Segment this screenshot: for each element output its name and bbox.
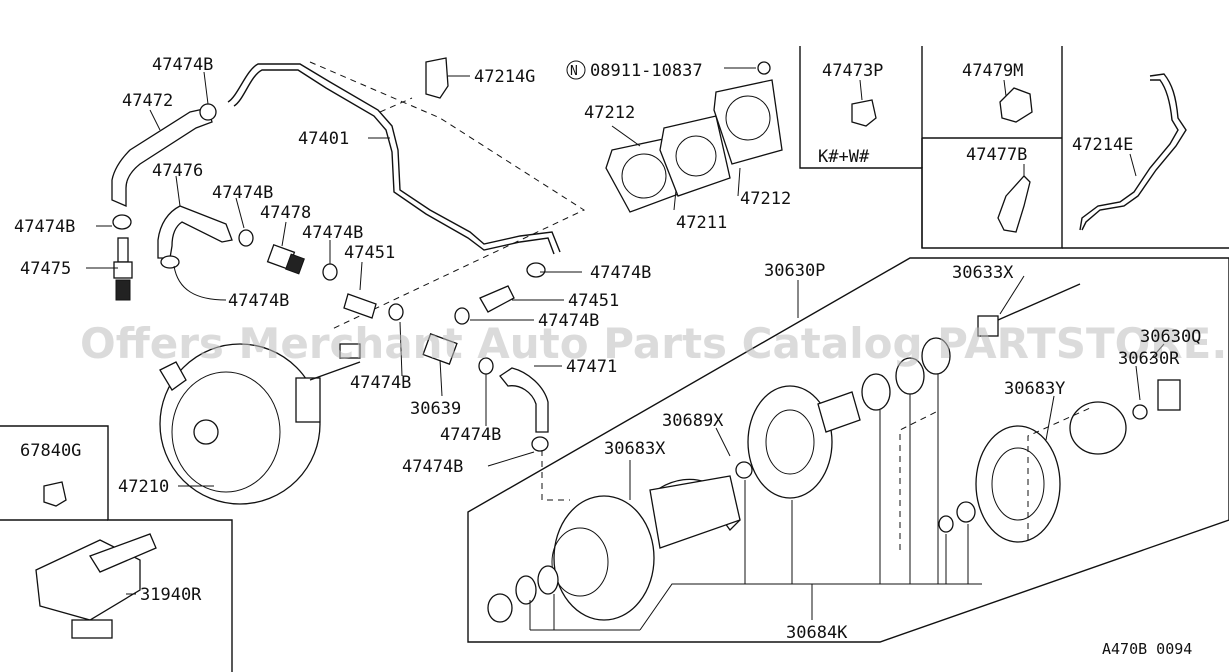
gaskets	[605, 79, 783, 213]
label-47214E: 47214E	[1072, 135, 1133, 155]
label-47474B-h: 47474B	[350, 373, 411, 393]
label-30630Q: 30630Q	[1140, 327, 1201, 347]
label-67840G: 67840G	[20, 441, 81, 461]
label-47472: 47472	[122, 91, 173, 111]
part-labels: 47474B 47472 47214G N 08911-10837 47473P…	[14, 55, 1201, 658]
label-47214G: 47214G	[474, 67, 535, 87]
inset-frames	[0, 46, 1229, 672]
hose-clamps	[112, 61, 771, 452]
label-47479M: 47479M	[962, 61, 1023, 81]
label-47474B-a: 47474B	[152, 55, 213, 75]
label-30683Y: 30683Y	[1004, 379, 1065, 399]
master-cylinder-exploded	[487, 283, 1181, 631]
label-30630P: 30630P	[764, 261, 825, 281]
brake-pipes	[227, 61, 1187, 331]
label-47212-a: 47212	[584, 103, 635, 123]
label-47474B-e: 47474B	[590, 263, 651, 283]
label-30630R: 30630R	[1118, 349, 1180, 369]
label-30639: 30639	[410, 399, 461, 419]
label-47451-b: 47451	[568, 291, 619, 311]
label-47477B: 47477B	[966, 145, 1027, 165]
leader-lines	[86, 67, 1165, 595]
label-47471: 47471	[566, 357, 617, 377]
label-30633X: 30633X	[952, 263, 1014, 283]
label-47401: 47401	[298, 129, 349, 149]
label-n-prefix: N	[570, 64, 578, 79]
label-47212-b: 47212	[740, 189, 791, 209]
n-symbol-icon	[566, 60, 586, 80]
label-47474B-g: 47474B	[538, 311, 599, 331]
label-47474B-j: 47474B	[402, 457, 463, 477]
brake-booster	[159, 343, 361, 505]
inset-parts	[35, 57, 1033, 639]
label-31940R: 31940R	[140, 585, 202, 605]
label-47474B-f: 47474B	[228, 291, 289, 311]
label-47473P: 47473P	[822, 61, 883, 81]
diagram-code: A470B 0094	[1102, 640, 1192, 658]
label-47210: 47210	[118, 477, 169, 497]
label-47475: 47475	[20, 259, 71, 279]
label-30683X: 30683X	[604, 439, 666, 459]
vacuum-hoses	[111, 107, 549, 433]
label-47474B-d: 47474B	[14, 217, 75, 237]
check-valves	[113, 237, 458, 365]
label-47451-a: 47451	[344, 243, 395, 263]
label-47474B-i: 47474B	[440, 425, 501, 445]
label-30684K: 30684K	[786, 623, 848, 643]
label-30689X: 30689X	[662, 411, 724, 431]
label-08911-10837: 08911-10837	[590, 61, 703, 81]
label-47211: 47211	[676, 213, 727, 233]
label-47478: 47478	[260, 203, 311, 223]
watermark: Offers Merchant Auto Parts Catalog PARTS…	[80, 319, 1229, 368]
label-47474B-c: 47474B	[302, 223, 363, 243]
label-47474B-b: 47474B	[212, 183, 273, 203]
label-47476: 47476	[152, 161, 203, 181]
label-kw: K#+W#	[818, 147, 870, 167]
